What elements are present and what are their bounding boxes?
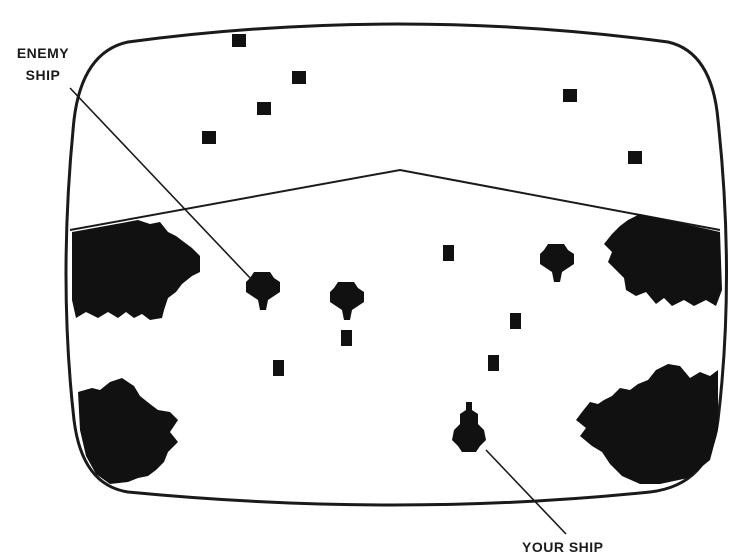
enemy-ship-label: ENEMY SHIP xyxy=(10,42,76,86)
missile xyxy=(273,360,284,376)
sky-block xyxy=(257,102,271,115)
your-ship-label: YOUR SHIP xyxy=(522,536,604,558)
enemy-ship-label-line2: SHIP xyxy=(10,64,76,86)
missile xyxy=(341,330,352,346)
sky-block xyxy=(202,131,216,144)
sky-block xyxy=(563,89,577,102)
sky-block xyxy=(292,71,306,84)
sky-block xyxy=(232,34,246,47)
missile xyxy=(510,313,521,329)
enemy-ship-label-line1: ENEMY xyxy=(10,42,76,64)
missile xyxy=(488,355,499,371)
sky-block xyxy=(628,151,642,164)
missile xyxy=(443,245,454,261)
